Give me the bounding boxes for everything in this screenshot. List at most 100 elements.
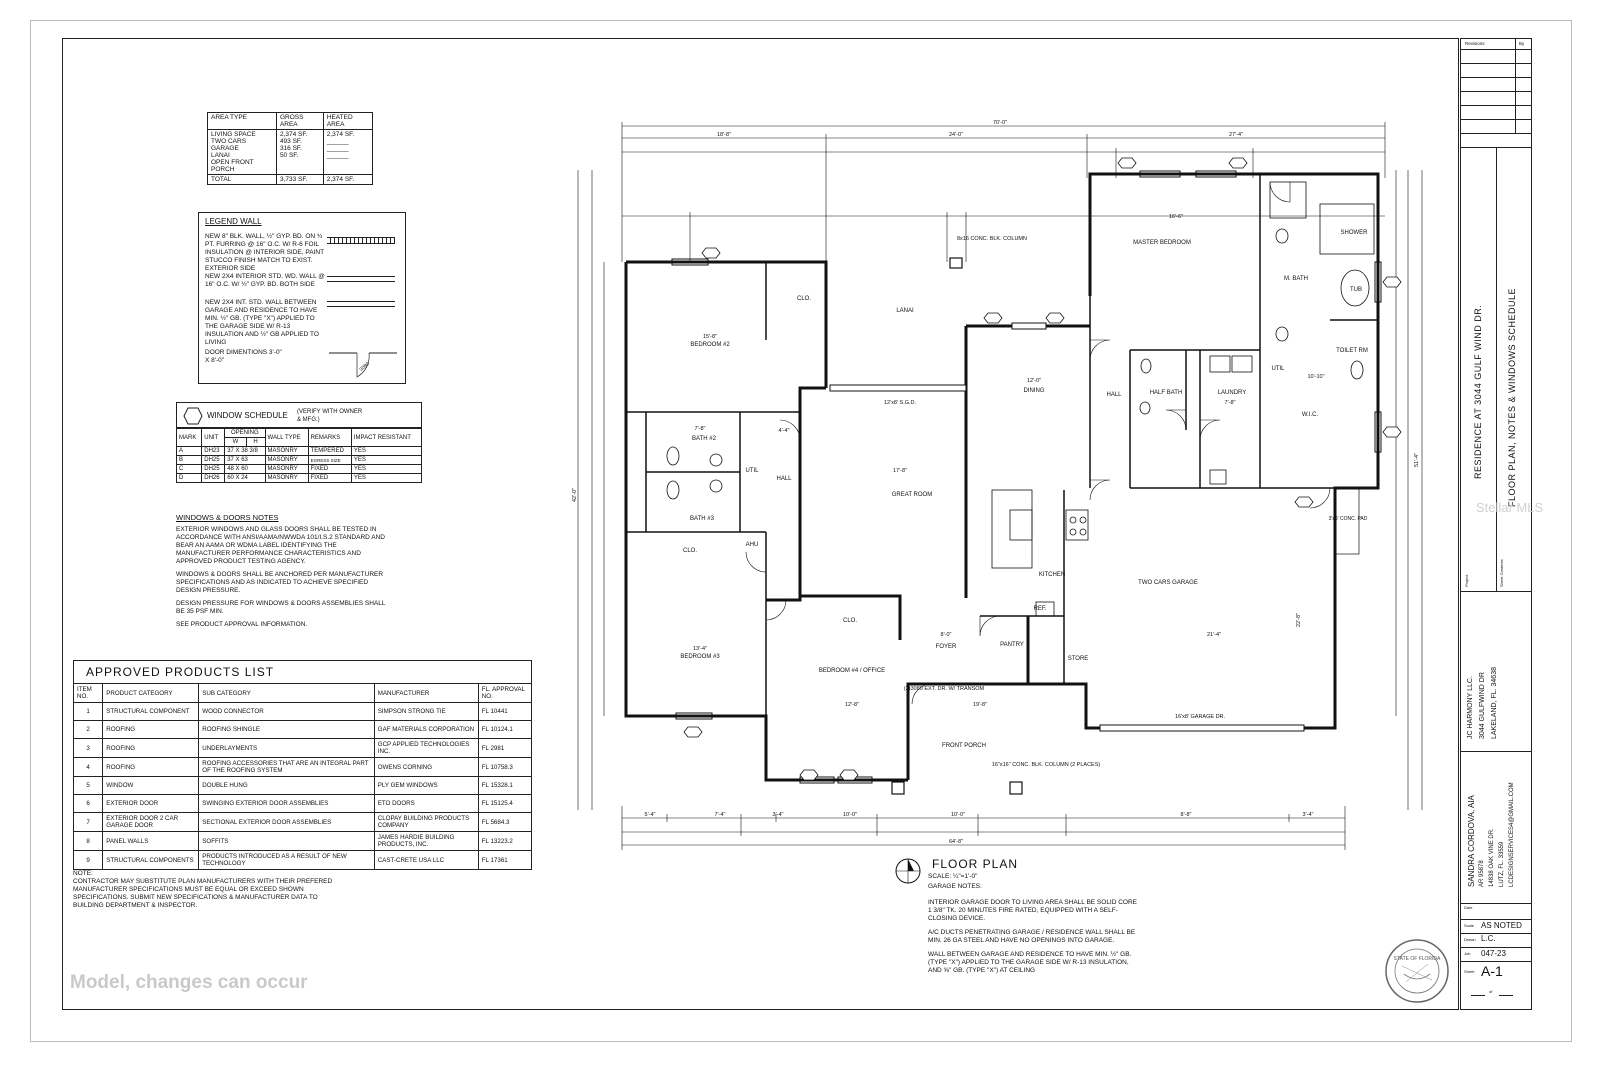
floor-plan-title: FLOOR PLAN: [932, 857, 1019, 871]
note-paragraph: SEE PRODUCT APPROVAL INFORMATION.: [176, 621, 308, 628]
area-total-gross: 3,733 SF.: [275, 174, 324, 185]
note-paragraph: EXTERIOR WINDOWS AND GLASS DOORS SHALL B…: [176, 526, 385, 565]
room-label: GREAT ROOM: [892, 492, 932, 498]
dimension-text: 10'-0": [951, 812, 965, 818]
architect-license: AR 95878: [1479, 860, 1485, 887]
owner-address: 3044 GULFWIND DR: [1479, 672, 1486, 739]
dimension-text: 3'-4": [1303, 812, 1314, 818]
dimension-text: 4'-4": [779, 428, 790, 434]
dimension-text: 22'-8": [1296, 613, 1302, 627]
dimension-text: 17'-8": [893, 468, 907, 474]
dimension-text: 12'x8' S.G.D.: [884, 400, 917, 406]
dimension-text: 16"x16" CONC. BLK. COLUMN (2 PLACES): [992, 762, 1101, 768]
legend-garage-wall-symbol: [327, 301, 395, 307]
room-label: FOYER: [936, 644, 957, 650]
job-number: 047-23: [1481, 949, 1506, 958]
by-label: By: [1519, 41, 1525, 46]
seal-text: STATE OF FLORIDA: [1394, 956, 1441, 962]
garage-note: A/C DUCTS PENETRATING GARAGE / RESIDENCE…: [928, 929, 1136, 944]
dimension-text: 12'-8": [845, 702, 859, 708]
dimension-text: 10'-10": [1307, 374, 1324, 380]
area-gross-cell: 2,374 SF. 493 SF. 316 SF. 50 SF.: [275, 129, 324, 175]
area-header: HEATED AREA: [322, 112, 374, 130]
window-schedule-title-row: WINDOW SCHEDULE (VERIFY WITH OWNER & MFG…: [176, 402, 422, 428]
legend-item: NEW 8" BLK. WALL, ½" GYP. BD. ON ¾ PT. F…: [205, 233, 324, 272]
note-title: NOTE:: [73, 870, 93, 877]
floor-plan-scale: SCALE: ¼"=1'-0": [928, 873, 978, 880]
contractor-note: NOTE: CONTRACTOR MAY SUBSTITUTE PLAN MAN…: [73, 870, 343, 910]
window-openings: [671, 170, 1382, 784]
area-header: GROSS AREA: [275, 112, 324, 130]
room-label: TWO CARS GARAGE: [1138, 580, 1198, 586]
dimension-text: (2)3080 EXT. DR. W/ TRANSOM: [904, 686, 985, 692]
legend-title: LEGEND WALL: [205, 217, 262, 226]
room-label: BEDROOM #4 / OFFICE: [819, 668, 885, 674]
room-label: BATH #3: [690, 516, 715, 522]
door-symbol-icon: [329, 352, 397, 378]
concrete-pad: [1334, 487, 1360, 555]
room-label: PANTRY: [1000, 642, 1024, 648]
owner-city: LAKELAND, FL. 34638: [1491, 667, 1498, 739]
area-header: AREA TYPE: [207, 112, 277, 130]
dimension-text: 64'-8": [949, 839, 963, 845]
area-type-cell: LIVING SPACE TWO CARS GARAGE LANAI OPEN …: [207, 129, 277, 175]
architect-city: LUTZ, FL. 33559: [1499, 841, 1505, 887]
legend-block-wall-symbol: [327, 237, 395, 244]
window-tags: [683, 157, 1402, 781]
room-label: HALF BATH: [1150, 390, 1183, 396]
north-arrow-icon: [895, 858, 921, 884]
architect-email: LCDESIGNSERVICES4@GMAIL.COM: [1509, 782, 1515, 887]
dimension-text: 7'-8": [1225, 400, 1236, 406]
note-text: CONTRACTOR MAY SUBSTITUTE PLAN MANUFACTU…: [73, 878, 333, 909]
floor-plan-drawing: MASTER BEDROOM M. BATH SHOWER TUB TOILET…: [572, 120, 1423, 850]
interior-walls: [626, 174, 1378, 716]
dimension-text: 10'-0": [843, 812, 857, 818]
notes-title: WINDOWS & DOORS NOTES: [176, 513, 279, 522]
room-label: M. BATH: [1284, 276, 1308, 282]
concrete-columns: [891, 257, 1023, 795]
dimension-text: 3'-4": [773, 812, 784, 818]
dimension-text: 8'-8": [1181, 812, 1192, 818]
legend-item: NEW 2x4 INTERIOR STD. WD. WALL @ 16" O.C…: [205, 273, 325, 288]
legend-item: DOOR DIMENTIONS 3'-0" x 8'-0": [205, 349, 282, 364]
area-total-heated: 2,374 SF.: [322, 174, 374, 185]
dimension-lines-bottom: [621, 806, 1346, 850]
architect-name: SANDRA CORDOVA, AIA: [1467, 795, 1476, 887]
room-label: AHU: [746, 542, 759, 548]
dimension-text: 16'x8' GARAGE DR.: [1175, 714, 1226, 720]
room-label: HALL: [1106, 392, 1122, 398]
area-total-label: TOTAL: [207, 174, 277, 185]
garage-notes-title: GARAGE NOTES:: [928, 883, 982, 890]
dimension-text: 19'-8": [973, 702, 987, 708]
mls-watermark: Stellar MLS: [1476, 500, 1544, 515]
room-label: CLO.: [683, 548, 697, 554]
room-label: BATH #2: [692, 436, 717, 442]
dimension-lines-top: [621, 122, 1386, 262]
plumbing-fixtures: [666, 181, 1375, 617]
room-label: CLO.: [797, 296, 811, 302]
hexagon-icon: [183, 407, 203, 425]
dimension-lines-sides: [577, 170, 1423, 810]
dimension-text: 12'-0": [1027, 378, 1041, 384]
dimension-text: 16'-6": [1169, 214, 1183, 220]
products-title: APPROVED PRODUCTS LIST: [73, 660, 532, 684]
dimension-text: 21'-4": [1207, 632, 1221, 638]
area-table: AREA TYPE GROSS AREA HEATED AREA LIVING …: [207, 112, 374, 185]
sheet-number: A-1: [1481, 963, 1503, 979]
window-schedule-note: (VERIFY WITH OWNER & MFG.): [297, 409, 363, 423]
garage-note: WALL BETWEEN GARAGE AND RESIDENCE TO HAV…: [928, 951, 1132, 974]
dimension-text: 7'-4": [715, 812, 726, 818]
drawn-by: L.C.: [1481, 934, 1496, 943]
dimension-text: 5'-4": [645, 812, 656, 818]
area-heated-cell: 2,374 SF. ______ ______ ______: [322, 129, 374, 175]
owner-name: JC HARMONY LLC.: [1467, 676, 1474, 739]
room-label: KITCHEN: [1039, 572, 1065, 578]
room-label: FRONT PORCH: [942, 743, 986, 749]
